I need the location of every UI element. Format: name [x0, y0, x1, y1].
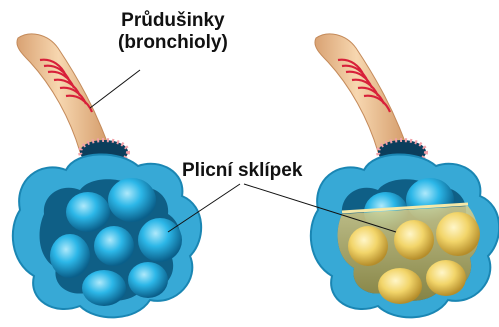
- healthy-alveolus-icon: [13, 34, 201, 317]
- bronchiole-tube-right: [315, 34, 408, 152]
- leader-line-bronchioles: [90, 70, 140, 108]
- bronchioles-label-line2: (bronchioly): [118, 32, 228, 54]
- fluid-filled-alveolus-icon: [311, 34, 499, 317]
- alveolus-label: Plicní sklípek: [182, 160, 302, 182]
- bronchioles-label-line1: Průdušinky: [118, 10, 228, 32]
- bronchiole-tube-left: [17, 34, 110, 152]
- bronchioles-label: Průdušinky (bronchioly): [118, 10, 228, 54]
